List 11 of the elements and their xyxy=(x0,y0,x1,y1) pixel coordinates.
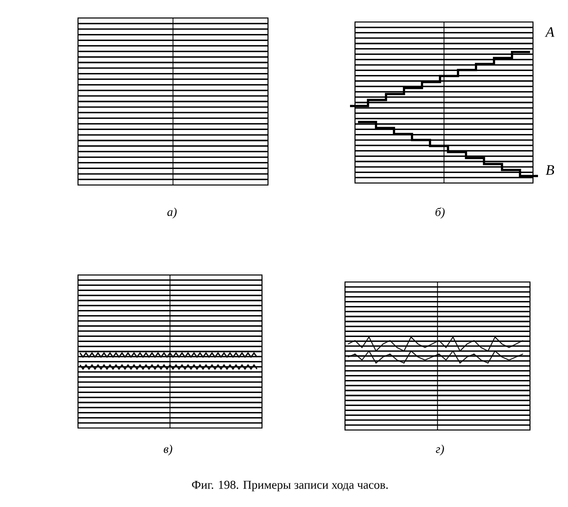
panel-label: г) xyxy=(436,444,444,456)
panel-label: в) xyxy=(164,444,172,456)
point-label: В xyxy=(546,165,554,175)
panel-label: а) xyxy=(167,208,177,218)
caption: Фиг. 198. Примеры записи хода часов. xyxy=(192,480,388,492)
panel-label: б) xyxy=(436,207,445,219)
recording-chart xyxy=(78,18,268,186)
recording-chart xyxy=(350,22,538,184)
point-label: А xyxy=(544,27,554,37)
recording-chart xyxy=(344,282,530,430)
recording-chart xyxy=(78,274,262,428)
